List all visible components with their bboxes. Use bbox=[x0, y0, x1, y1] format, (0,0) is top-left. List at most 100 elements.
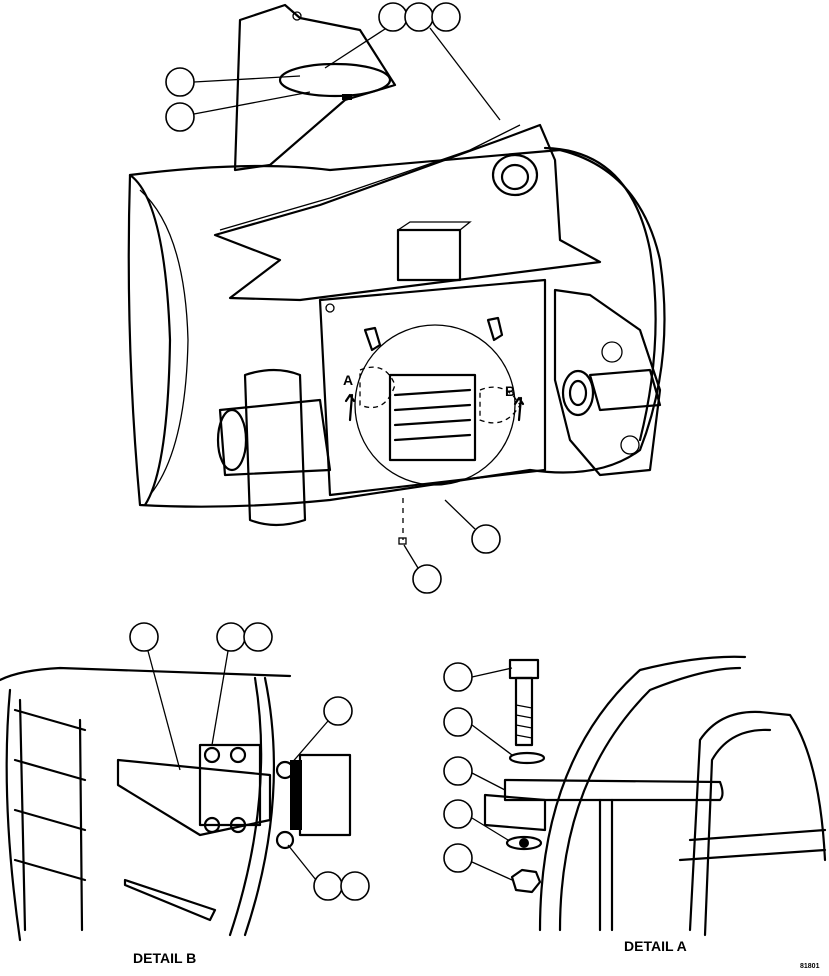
callout-b2 bbox=[216, 622, 246, 652]
detail-a-caption: DETAIL A bbox=[624, 938, 687, 954]
bolt-3 bbox=[203, 816, 221, 834]
leader-1 bbox=[324, 28, 386, 69]
center-plate bbox=[318, 278, 547, 497]
housing-body bbox=[127, 148, 666, 508]
detail-b-rim-2 bbox=[243, 676, 276, 937]
callout-a4 bbox=[443, 799, 473, 829]
hook-right bbox=[486, 316, 504, 342]
bolt-thread bbox=[515, 704, 533, 739]
right-pin-outer bbox=[561, 369, 595, 417]
callout-a3 bbox=[443, 756, 473, 786]
detail-a-view bbox=[443, 655, 827, 937]
detail-a-post bbox=[598, 798, 614, 932]
detail-b-slats bbox=[13, 708, 87, 882]
leader-a3 bbox=[471, 772, 506, 791]
right-pin-inner bbox=[568, 379, 588, 407]
detail-b-rim-1 bbox=[228, 676, 263, 937]
washer-2 bbox=[505, 835, 543, 851]
bolt-5 bbox=[275, 760, 295, 780]
detail-a-crossbars bbox=[678, 828, 827, 862]
callout-3 bbox=[431, 2, 461, 32]
leader-7 bbox=[403, 544, 419, 569]
leader-a5 bbox=[471, 861, 513, 881]
detail-a-block bbox=[483, 793, 547, 832]
callout-a1 bbox=[443, 662, 473, 692]
bolt-4 bbox=[229, 816, 247, 834]
detail-b-block bbox=[198, 743, 262, 827]
detail-b-bar bbox=[123, 878, 217, 922]
callout-4 bbox=[165, 67, 195, 97]
detail-b-housing bbox=[298, 753, 352, 837]
bolt-shank bbox=[514, 676, 534, 747]
grille-box bbox=[388, 373, 477, 462]
left-trunnion bbox=[218, 398, 332, 477]
main-assembly-view bbox=[127, 3, 666, 545]
detail-b-left-edge bbox=[5, 688, 22, 942]
bolt-1 bbox=[203, 746, 221, 764]
link-hole-bottom bbox=[620, 435, 640, 455]
plate-hole bbox=[325, 303, 335, 313]
bolt-head bbox=[508, 658, 540, 680]
main-callouts bbox=[165, 2, 501, 594]
leader-5 bbox=[193, 91, 311, 115]
leader-b5 bbox=[287, 844, 317, 881]
pivot-pin-inner bbox=[500, 163, 530, 191]
detail-a-bracket bbox=[503, 778, 724, 802]
detail-b-latch bbox=[116, 758, 272, 837]
detail-b-caption: DETAIL B bbox=[133, 950, 197, 966]
detail-a-area bbox=[359, 366, 396, 409]
hook-left bbox=[363, 326, 382, 352]
bolt-6 bbox=[275, 830, 295, 850]
figure-number: 81801 bbox=[800, 963, 820, 970]
right-linkage bbox=[553, 288, 662, 477]
housing-left-ring bbox=[139, 189, 189, 496]
leader-b1 bbox=[147, 650, 181, 771]
housing-left-face bbox=[128, 173, 172, 507]
detail-b-top-edge bbox=[0, 666, 292, 682]
left-trunnion-end bbox=[216, 408, 248, 472]
leader-6 bbox=[444, 499, 476, 530]
callout-1 bbox=[378, 2, 408, 32]
bolt-2 bbox=[229, 746, 247, 764]
bracket-hole bbox=[292, 11, 302, 21]
arrow-label-b: B bbox=[505, 383, 516, 399]
callout-a2 bbox=[443, 707, 473, 737]
callout-5 bbox=[165, 102, 195, 132]
callout-b1 bbox=[129, 622, 159, 652]
detail-a-rim-2 bbox=[558, 666, 742, 932]
arrow-label-a: A bbox=[343, 372, 354, 388]
washer-1 bbox=[508, 751, 546, 765]
housing-right-rim bbox=[543, 146, 657, 442]
callout-2 bbox=[404, 2, 434, 32]
detail-b-frame bbox=[18, 698, 84, 932]
callout-7 bbox=[412, 564, 442, 594]
detail-a-right-panel bbox=[688, 710, 827, 932]
pivot-pin-outer bbox=[491, 153, 539, 197]
callout-b4 bbox=[323, 696, 353, 726]
drop-fastener bbox=[398, 537, 407, 545]
callout-b6 bbox=[340, 871, 370, 901]
arrow-b bbox=[513, 396, 525, 422]
arrow-a bbox=[344, 393, 356, 422]
callout-a5 bbox=[443, 843, 473, 873]
top-bracket-plate bbox=[233, 3, 397, 172]
detail-a-right-inner bbox=[703, 728, 772, 937]
callout-6 bbox=[471, 524, 501, 554]
leader-a4 bbox=[471, 817, 509, 841]
grille-slats bbox=[393, 388, 472, 442]
detail-b-view bbox=[0, 622, 370, 942]
left-support bbox=[243, 368, 307, 527]
right-shaft bbox=[588, 368, 662, 412]
lifting-arm bbox=[213, 123, 602, 302]
arm-edge bbox=[219, 124, 521, 231]
cover-fastener bbox=[342, 94, 352, 100]
washer-2-hole bbox=[519, 838, 529, 848]
control-box-top bbox=[397, 221, 472, 231]
leader-b4 bbox=[289, 720, 329, 766]
leader-4 bbox=[193, 75, 301, 83]
hex-nut bbox=[510, 868, 542, 894]
leader-2 bbox=[429, 27, 501, 121]
link-hole-top bbox=[601, 341, 623, 363]
